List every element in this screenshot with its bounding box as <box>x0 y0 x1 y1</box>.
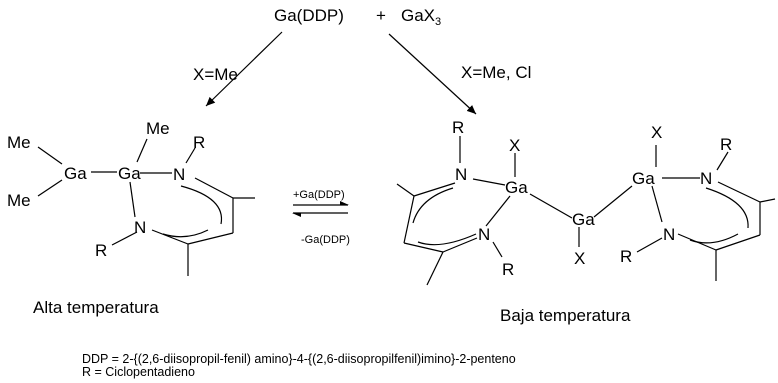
left-n-atom: N <box>173 165 185 184</box>
right-n-atom: N <box>478 225 490 244</box>
right-ga-atom: Ga <box>505 178 528 197</box>
condition-x-me-cl: X=Me, Cl <box>461 63 531 82</box>
left-n-atom: N <box>134 218 146 237</box>
forward-label: +Ga(DDP) <box>293 189 345 201</box>
left-ga-atom: Ga <box>118 164 141 183</box>
plus-sign: + <box>376 6 386 25</box>
right-r-atom: R <box>502 260 514 279</box>
left-r-atom: R <box>193 133 205 152</box>
right-r-atom: R <box>720 135 732 154</box>
right-x-atom: X <box>509 136 520 155</box>
caption-low-temperature: Baja temperatura <box>500 306 631 325</box>
arrow-to-left-product <box>205 31 283 107</box>
right-ga-atom: Ga <box>632 169 655 188</box>
left-me-atom: Me <box>146 119 170 138</box>
left-me-atom: Me <box>7 133 31 152</box>
right-x-atom: X <box>574 249 585 268</box>
ddp-definition: DDP = 2-{(2,6-diisopropil-fenil) amino}-… <box>82 352 516 366</box>
right-x-atom: X <box>651 123 662 142</box>
left-structure: Me Me Ga Ga Me N R N R <box>7 119 255 276</box>
right-structure: R N X Ga N R Ga X X Ga R N N R <box>396 118 776 286</box>
right-n-atom: N <box>455 165 467 184</box>
left-r-atom: R <box>95 241 107 260</box>
r-definition: R = Ciclopentadieno <box>82 365 195 379</box>
right-ga-atom: Ga <box>572 210 595 229</box>
right-r-atom: R <box>452 118 464 137</box>
reverse-label: -Ga(DDP) <box>301 234 350 246</box>
caption-high-temperature: Alta temperatura <box>33 298 159 317</box>
equilibrium-arrows: +Ga(DDP) -Ga(DDP) <box>292 189 350 246</box>
condition-x-me: X=Me <box>193 65 238 84</box>
arrow-to-right-product <box>388 33 477 115</box>
left-me-atom: Me <box>7 191 31 210</box>
left-ga-atom: Ga <box>64 164 87 183</box>
right-n-atom: N <box>700 169 712 188</box>
right-n-atom: N <box>663 225 675 244</box>
reactant-gax3: GaX3 <box>401 6 441 28</box>
right-r-atom: R <box>620 247 632 266</box>
reaction-header: Ga(DDP) + GaX3 X=Me X=Me, Cl <box>193 6 531 115</box>
reactant-ga-ddp: Ga(DDP) <box>274 6 344 25</box>
